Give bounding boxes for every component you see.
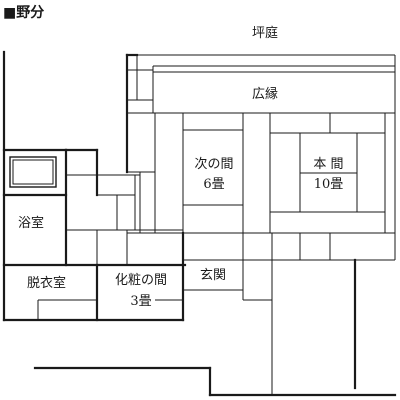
room-label-tsugi-size: 6畳 (203, 177, 225, 192)
bathtub (9, 156, 57, 188)
bottom-outline (33, 258, 397, 397)
room-label-entrance: 玄関 (200, 268, 227, 283)
bathtub-inner (12, 159, 54, 185)
page-title: ■野分 (3, 5, 45, 21)
bath-area (2, 148, 183, 267)
room-label-powder-size: 3畳 (130, 294, 152, 309)
main-rooms-grid (127, 112, 395, 300)
room-label-dressing: 脱衣室 (27, 276, 67, 291)
room-label-garden: 坪庭 (252, 26, 279, 41)
room-label-veranda: 広縁 (252, 87, 279, 102)
lower-rooms (2, 230, 395, 322)
room-label-tsugi-name: 次の間 (194, 157, 234, 172)
room-label-hon-name: 本 間 (313, 157, 344, 172)
room-label-hon-size: 10畳 (313, 177, 344, 192)
room-label-powder-name: 化粧の間 (114, 273, 167, 288)
room-label-bath: 浴室 (18, 216, 45, 231)
